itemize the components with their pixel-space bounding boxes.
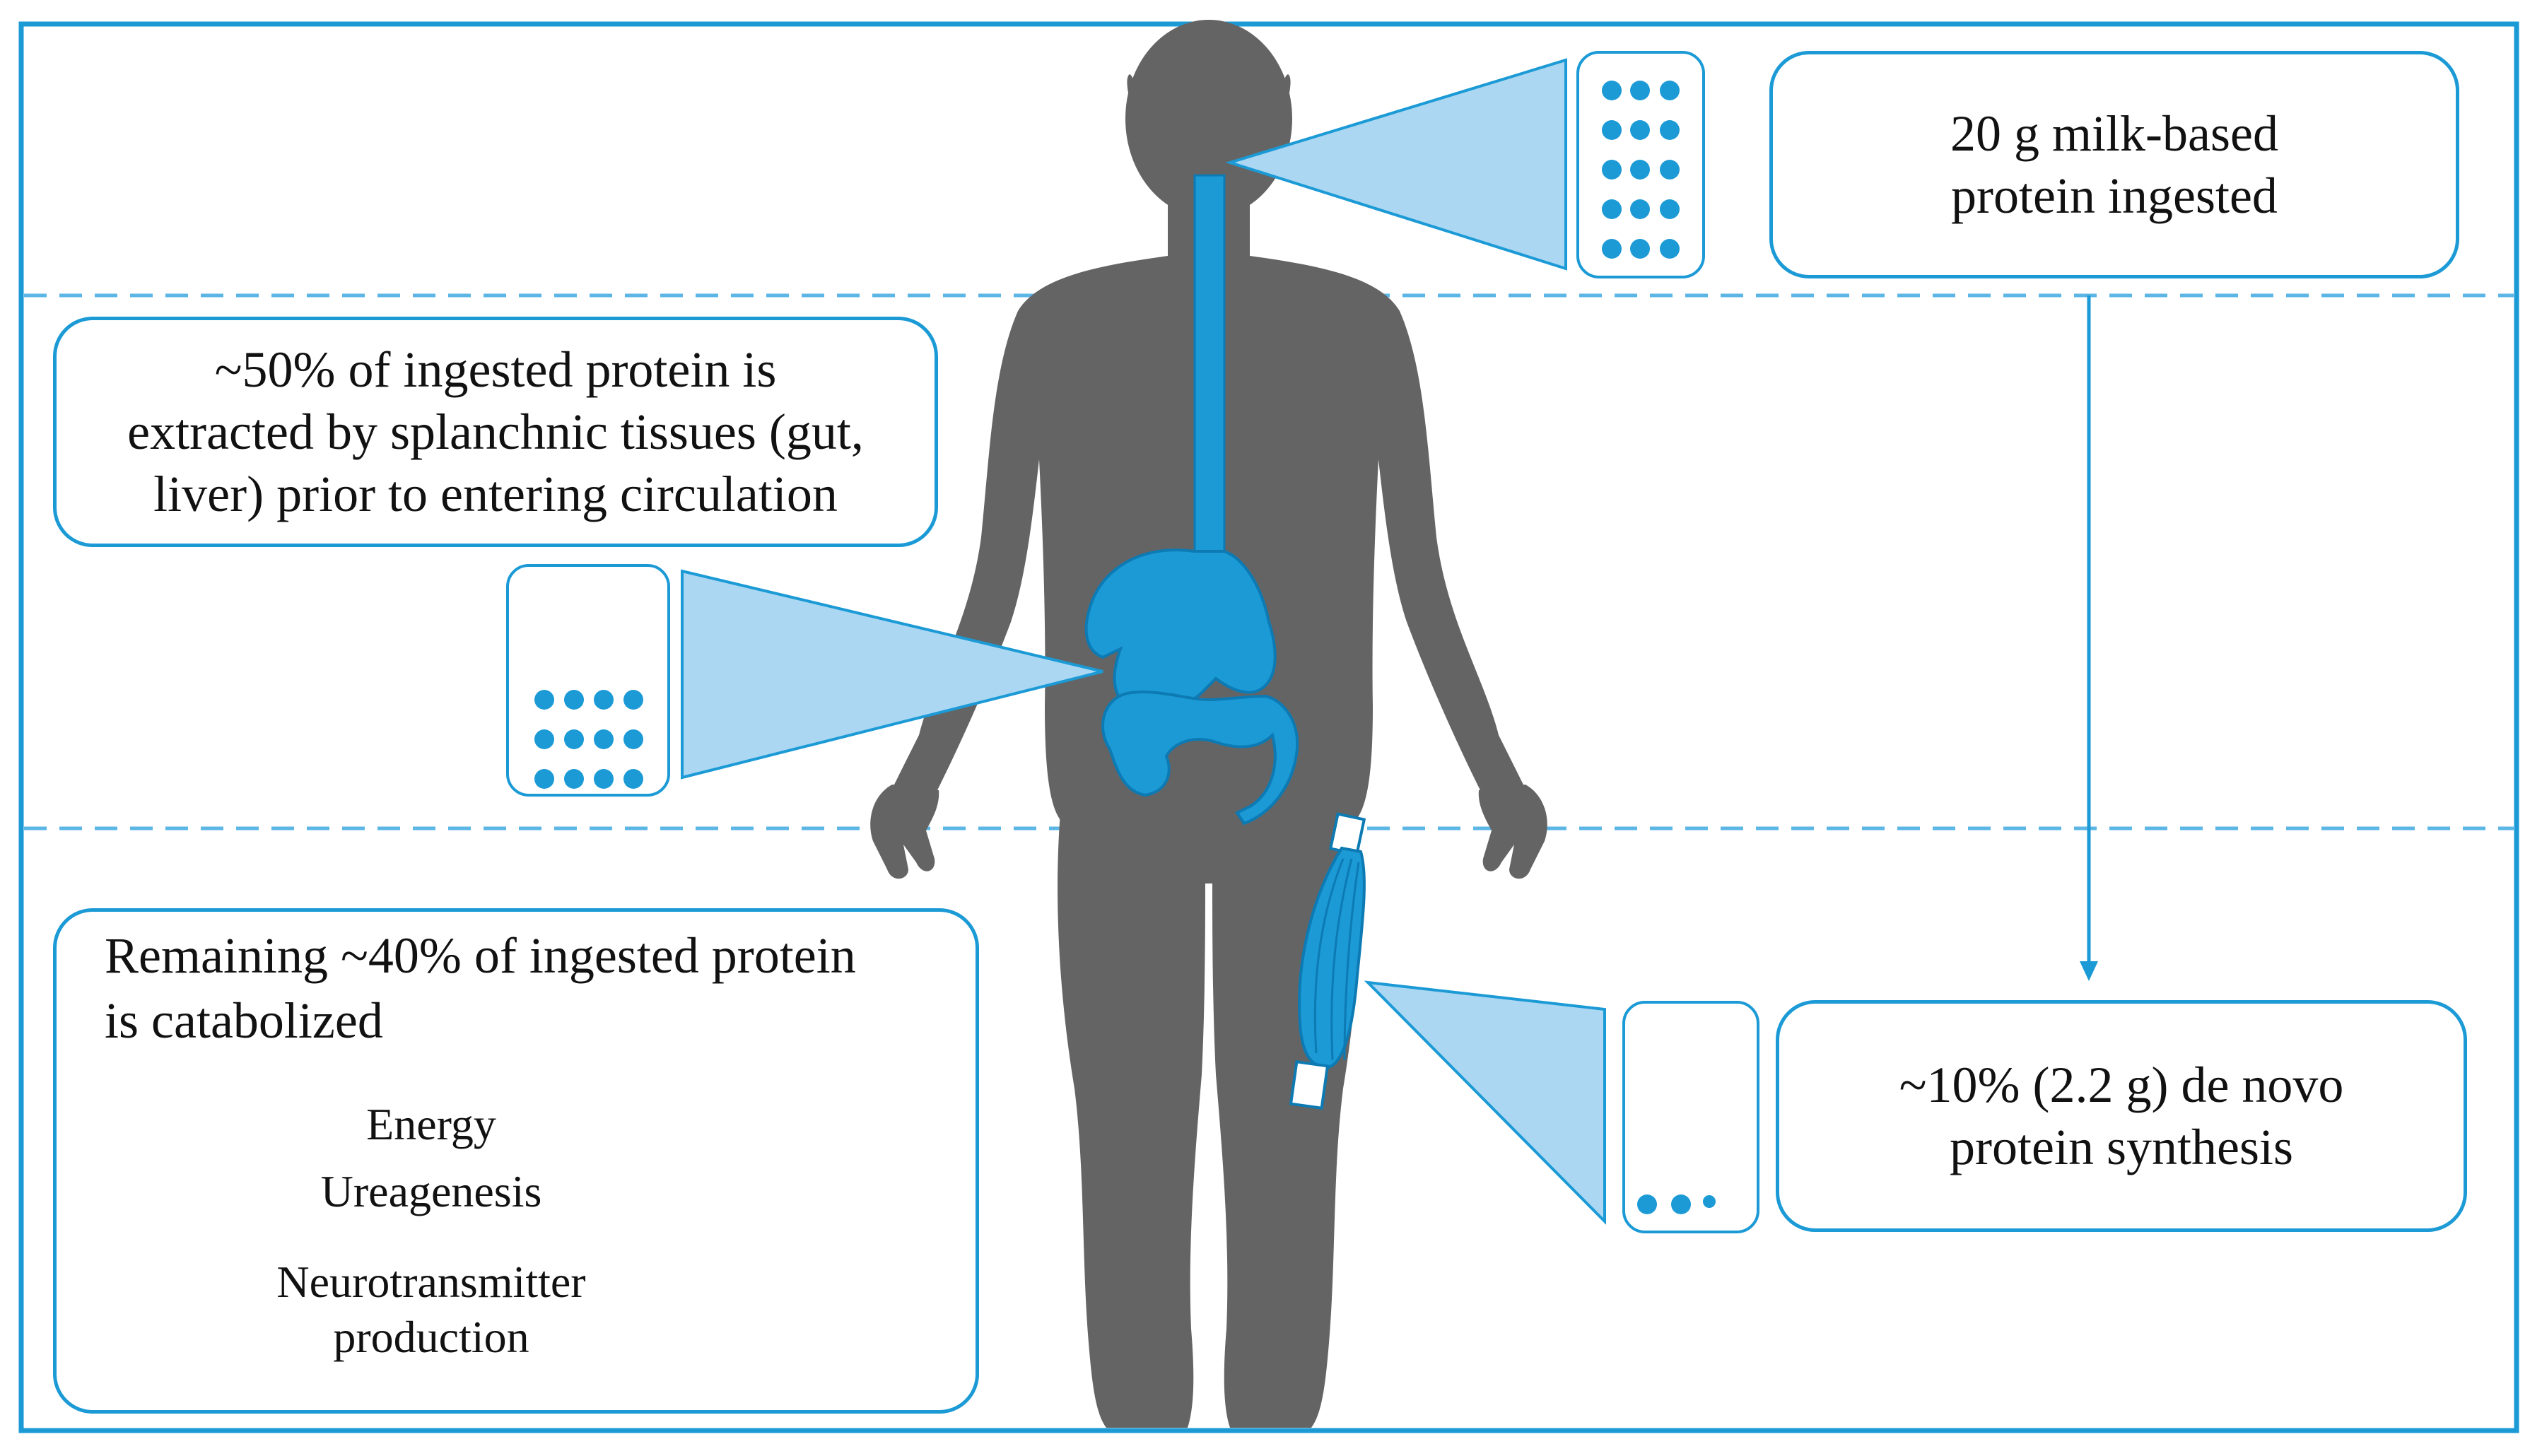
ingested-line-2: protein ingested xyxy=(1951,168,2278,224)
synthesis-line-1: ~10% (2.2 g) de novo xyxy=(1899,1057,2344,1113)
protein-dot xyxy=(1630,199,1650,219)
splanchnic-line-2: extracted by splanchnic tissues (gut, xyxy=(127,404,864,460)
protein-dot xyxy=(1660,120,1680,140)
protein-dot xyxy=(623,769,643,789)
fate-neurotransmitter: Neurotransmitter xyxy=(276,1257,586,1307)
gut-protein-container xyxy=(506,564,670,797)
intestines xyxy=(1101,691,1299,826)
protein-dot xyxy=(1630,81,1650,100)
gut-protein-dots xyxy=(534,690,643,789)
stomach xyxy=(1084,548,1277,711)
esophagus xyxy=(1193,174,1226,562)
mouth-protein-dots xyxy=(1602,81,1680,259)
protein-dot xyxy=(1637,1194,1657,1214)
protein-dot xyxy=(594,729,614,749)
protein-dot xyxy=(1630,120,1650,140)
protein-dot xyxy=(1602,120,1622,140)
fate-energy: Energy xyxy=(366,1099,496,1149)
protein-dot xyxy=(564,729,584,749)
protein-dot xyxy=(594,769,614,789)
protein-dot xyxy=(594,690,614,710)
protein-dot xyxy=(623,729,643,749)
gut-callout-wedge xyxy=(681,569,1103,780)
protein-dot xyxy=(1602,199,1622,219)
synthesis-line-2: protein synthesis xyxy=(1950,1119,2293,1175)
protein-dot xyxy=(1630,239,1650,259)
thigh-muscle xyxy=(1289,812,1366,1110)
protein-dot xyxy=(1602,81,1622,100)
muscle-protein-container xyxy=(1622,1001,1759,1233)
ingested-line-1: 20 g milk-based xyxy=(1950,105,2278,162)
protein-dot xyxy=(1660,239,1680,259)
protein-dot xyxy=(1660,160,1680,180)
protein-dot xyxy=(564,769,584,789)
outer-frame xyxy=(18,21,2519,1433)
protein-dot xyxy=(1602,239,1622,259)
catabolized-box: Remaining ~40% of ingested protein is ca… xyxy=(53,908,979,1414)
ingested-protein-box: 20 g milk-based protein ingested xyxy=(1769,51,2459,278)
protein-dot xyxy=(1671,1194,1691,1214)
protein-dot xyxy=(1703,1195,1716,1208)
splanchnic-extraction-box: ~50% of ingested protein is extracted by… xyxy=(53,317,938,547)
protein-dot xyxy=(534,769,554,789)
catabolized-line-2: is catabolized xyxy=(105,992,383,1049)
catabolized-line-1: Remaining ~40% of ingested protein xyxy=(105,927,856,984)
protein-dot xyxy=(564,690,584,710)
fate-production: production xyxy=(333,1312,529,1362)
protein-dot xyxy=(623,690,643,710)
connector-arrowhead xyxy=(2080,961,2098,981)
splanchnic-line-1: ~50% of ingested protein is xyxy=(214,341,777,398)
fate-ureagenesis: Ureagenesis xyxy=(320,1166,542,1216)
protein-synthesis-box: ~10% (2.2 g) de novo protein synthesis xyxy=(1776,1000,2467,1232)
protein-dot xyxy=(534,690,554,710)
protein-dot xyxy=(1602,160,1622,180)
muscle-callout-wedge xyxy=(1364,980,1606,1225)
muscle-protein-dots xyxy=(1637,1194,1716,1214)
protein-dot xyxy=(1660,81,1680,100)
mouth-callout-wedge xyxy=(1225,58,1567,271)
protein-dot xyxy=(1660,199,1680,219)
catabolized-title: Remaining ~40% of ingested protein is ca… xyxy=(105,923,856,1053)
protein-dot xyxy=(534,729,554,749)
protein-dot xyxy=(1630,160,1650,180)
splanchnic-line-3: liver) prior to entering circulation xyxy=(153,466,838,522)
